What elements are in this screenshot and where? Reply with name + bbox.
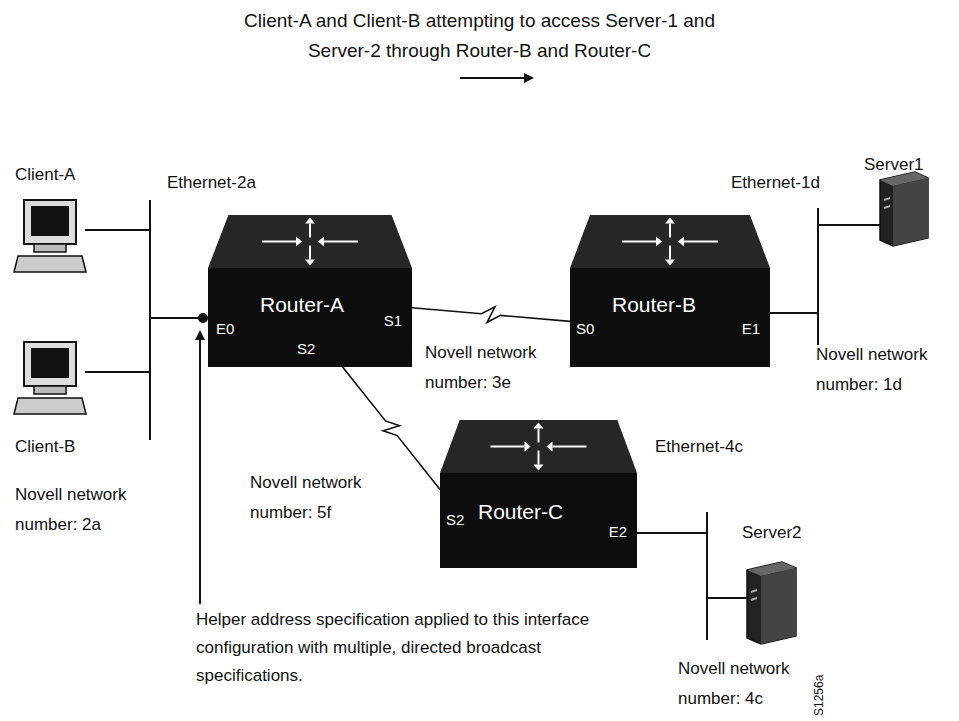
- router-shape: [570, 215, 770, 367]
- label: Client-A: [15, 160, 75, 190]
- interface-label: E1: [742, 321, 760, 338]
- ethernet-drop: [85, 229, 150, 231]
- interface-label: S1: [384, 313, 402, 330]
- label: Ethernet-1d: [731, 168, 820, 198]
- serial-link: [412, 307, 570, 322]
- network-number: Novell network number: 5f: [250, 468, 382, 528]
- label: Ethernet-4c: [655, 432, 743, 462]
- server-tower: [747, 562, 796, 644]
- ethernet-bus: [149, 200, 151, 440]
- interface-label: S2: [446, 512, 464, 529]
- interface-label: S0: [576, 321, 594, 338]
- direction-arrow: [460, 77, 532, 79]
- label: Server1: [864, 150, 924, 180]
- leader-arrow: [199, 332, 201, 604]
- router-box: Router-A E0 S1S2: [208, 215, 412, 367]
- interface-label: E2: [609, 524, 627, 541]
- label: Client-B: [15, 432, 75, 462]
- label: Ethernet-2a: [167, 168, 256, 198]
- ethernet-drop: [637, 532, 707, 534]
- ethernet-drop: [770, 312, 818, 314]
- network-number: Novell network number: 1d: [816, 340, 951, 400]
- ethernet-drop: [85, 371, 150, 373]
- router-name: Router-C: [478, 500, 563, 523]
- router-shape: [440, 420, 637, 568]
- client-computer: [14, 200, 86, 272]
- network-number: Novell network number: 3e: [425, 338, 557, 398]
- network-number: Novell network number: 2a: [15, 480, 150, 540]
- label: Server2: [742, 518, 802, 548]
- ethernet-drop: [707, 597, 747, 599]
- ethernet-drop: [818, 224, 880, 226]
- router-box: Router-C S2E2: [440, 420, 637, 568]
- interface-label: E0: [216, 321, 234, 338]
- interface-dot: [198, 313, 208, 323]
- ethernet-bus: [706, 512, 708, 640]
- router-box: Router-B S0 E1: [570, 215, 770, 367]
- network-number: Novell network number: 4c: [678, 654, 813, 714]
- figure-id: S1256a: [812, 675, 826, 716]
- diagram-title: Client-A and Client-B attempting to acce…: [222, 6, 737, 66]
- router-name: Router-B: [612, 293, 696, 316]
- interface-label: S2: [297, 341, 315, 358]
- label: Helper address specification applied to …: [196, 606, 601, 690]
- router-name: Router-A: [260, 293, 344, 316]
- server-tower: [880, 172, 928, 246]
- client-computer: [14, 342, 86, 414]
- ethernet-bus: [817, 208, 819, 345]
